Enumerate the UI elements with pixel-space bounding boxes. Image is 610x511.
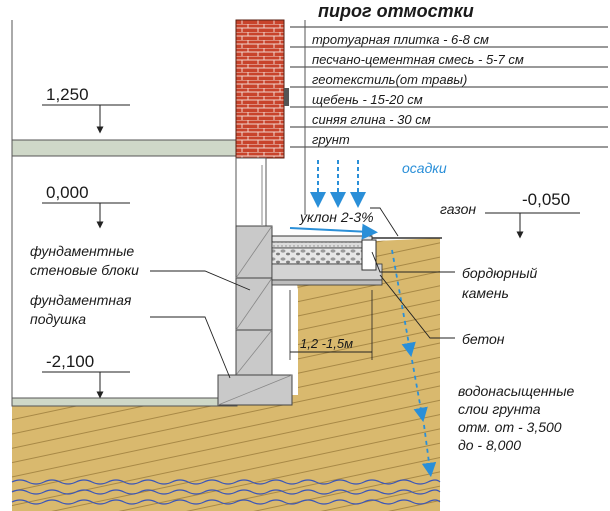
blocks-label-1: фундаментные	[30, 243, 134, 259]
cushion-label-2: подушка	[30, 311, 86, 327]
width-label: 1,2 -1,5м	[300, 336, 353, 351]
layers-table	[290, 20, 608, 215]
diagram-title: пирог отмостки	[318, 1, 474, 21]
slope-arrow	[289, 223, 378, 240]
level-mark-zero: 0,000	[42, 183, 130, 229]
water-label-2: слои грунта	[458, 401, 541, 417]
layer-2: песчано-цементная смесь - 5-7 см	[312, 52, 524, 67]
tile-layer	[271, 235, 373, 243]
floor-slab	[11, 139, 238, 157]
water-label-1: водонасыщенные	[458, 383, 575, 399]
slope-label: уклон 2-3%	[299, 209, 374, 225]
bottom-slab	[11, 397, 238, 407]
level-mark-ground: -0,050	[485, 190, 580, 239]
layer-1: тротуарная плитка - 6-8 см	[312, 32, 489, 47]
clay-bottom	[271, 279, 383, 286]
layer-3: геотекстиль(от травы)	[312, 72, 467, 87]
curb-label-1: бордюрный	[462, 265, 538, 281]
layer-6: грунт	[312, 132, 350, 147]
sand-cement-layer	[271, 241, 373, 249]
level-mark-bottom: -2,100	[42, 352, 130, 399]
gravel-layer	[271, 247, 363, 265]
lawn-label: газон	[440, 201, 476, 217]
curb-stone	[361, 239, 377, 271]
cushion-label-1: фундаментная	[30, 292, 132, 308]
brick-wall	[235, 19, 285, 159]
infiltration-arrows	[391, 249, 437, 478]
level-ground-value: -0,050	[522, 190, 570, 209]
groundwater	[11, 479, 441, 505]
precipitation-arrows	[310, 160, 366, 208]
blocks-label-2: стеновые блоки	[30, 262, 139, 278]
level-mark-floor: 1,250	[42, 85, 130, 134]
level-bottom-value: -2,100	[46, 352, 94, 371]
drip-edge	[284, 88, 289, 106]
water-label-3: отм. от - 3,500	[458, 419, 562, 435]
level-zero-value: 0,000	[46, 183, 89, 202]
water-label-4: до - 8,000	[458, 437, 521, 453]
curb-label-2: камень	[462, 285, 509, 301]
leader-lines	[150, 207, 455, 379]
layer-5: синяя глина - 30 см	[312, 112, 431, 127]
precipitation-label: осадки	[402, 160, 447, 176]
layer-4: щебень - 15-20 см	[312, 92, 423, 107]
concrete-label: бетон	[462, 331, 505, 347]
soil-area	[12, 238, 440, 511]
level-floor-value: 1,250	[46, 85, 89, 104]
